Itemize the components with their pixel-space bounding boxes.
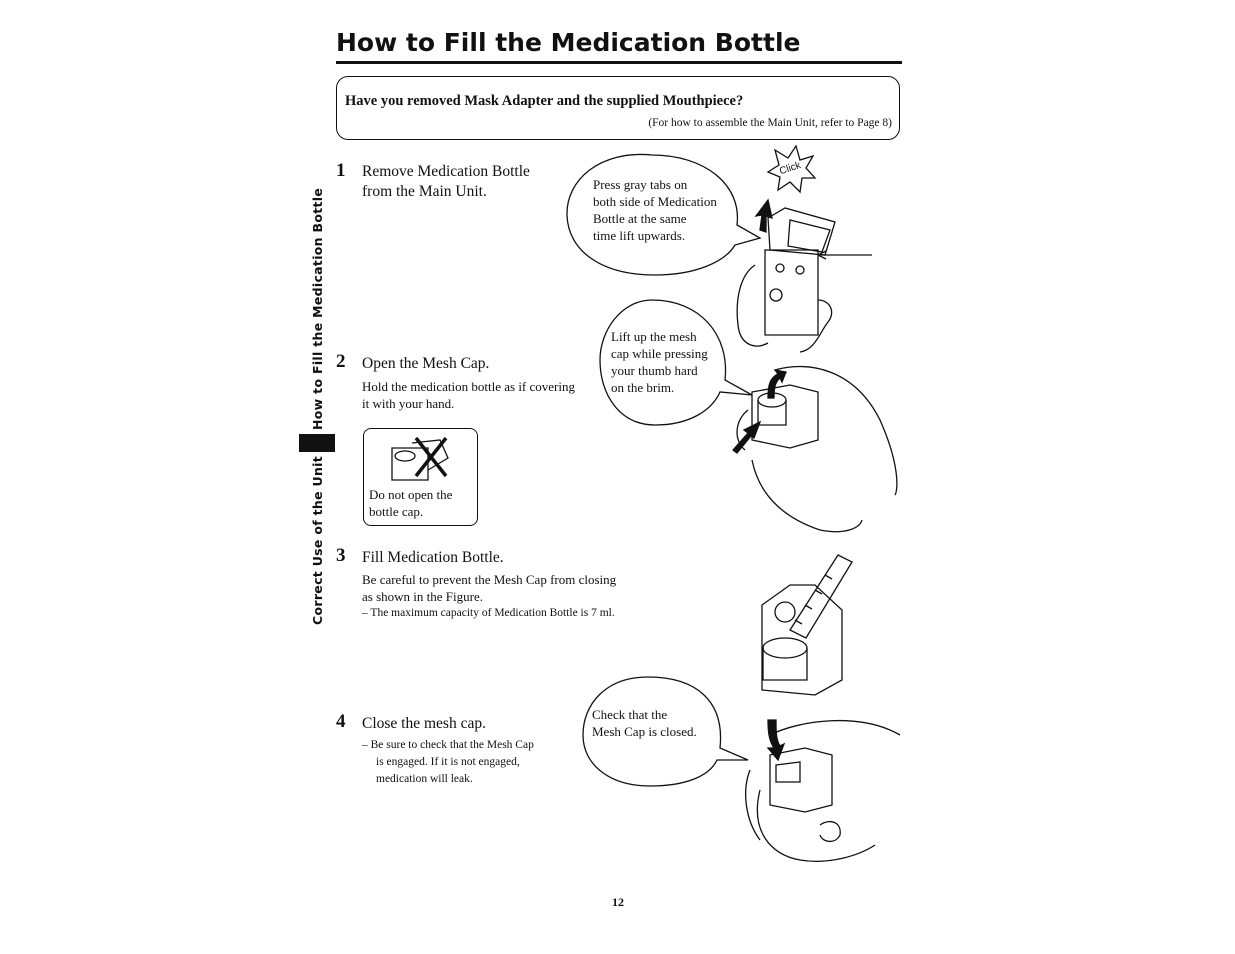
step-4-note: – Be sure to check that the Mesh Cap is …: [362, 737, 534, 788]
click-burst-icon: [766, 144, 817, 194]
fill-bottle-illustration: [761, 554, 853, 696]
speech-bubble-4: [582, 676, 749, 787]
curved-arrow-icon: [767, 369, 787, 399]
notice-question: Have you removed Mask Adapter and the su…: [345, 93, 744, 109]
click-label: Click: [778, 160, 803, 177]
step-3-note: – The maximum capacity of Medication Bot…: [362, 607, 615, 619]
bubble-2-line2: cap while pressing: [611, 346, 708, 361]
title-underline: [336, 61, 902, 64]
step-3-number: 3: [336, 545, 346, 566]
notice-reference: (For how to assemble the Main Unit, refe…: [648, 117, 892, 129]
step-2-title: Open the Mesh Cap.: [362, 355, 490, 372]
step-2-body-line1: Hold the medication bottle as if coverin…: [362, 379, 575, 394]
speech-bubble-1: [566, 153, 762, 276]
step-2-body: Hold the medication bottle as if coverin…: [362, 378, 575, 412]
bubble-1-line2: both side of Medication: [593, 194, 717, 209]
step-1-title-line2: from the Main Unit.: [362, 183, 487, 200]
warning-box: [363, 428, 478, 526]
step-3-body: Be careful to prevent the Mesh Cap from …: [362, 571, 616, 605]
main-unit-illustration: [736, 207, 872, 353]
warning-text: Do not open the bottle cap.: [369, 486, 452, 520]
bubble-2-line4: on the brim.: [611, 380, 675, 395]
bubble-1-text: Press gray tabs on both side of Medicati…: [593, 176, 717, 244]
step-3-body-line1: Be careful to prevent the Mesh Cap from …: [362, 572, 617, 587]
push-arrow-icon: [732, 420, 762, 454]
bubble-1-line3: Bottle at the same: [593, 211, 687, 226]
step-3-body-line2: as shown in the Figure.: [362, 589, 483, 604]
step-1-title-line1: Remove Medication Bottle: [362, 163, 530, 180]
bubble-1-line1: Press gray tabs on: [593, 177, 688, 192]
step-4-note-line2: is engaged. If it is not engaged,: [376, 756, 520, 768]
warning-line1: Do not open the: [369, 487, 453, 502]
bubble-2-line3: your thumb hard: [611, 363, 698, 378]
step-1-title: Remove Medication Bottle from the Main U…: [362, 162, 530, 202]
bubble-2-text: Lift up the mesh cap while pressing your…: [611, 328, 708, 396]
step-3-title: Fill Medication Bottle.: [362, 549, 504, 566]
notice-box: [336, 76, 900, 140]
bubble-1-line4: time lift upwards.: [593, 228, 686, 243]
bubble-4-line2: Mesh Cap is closed.: [592, 724, 697, 739]
speech-bubble-2: [599, 299, 753, 426]
warning-line2: bottle cap.: [369, 504, 424, 519]
step-2-body-line2: it with your hand.: [362, 396, 455, 411]
down-arrow-icon: [766, 719, 786, 762]
step-4-number: 4: [336, 711, 346, 732]
bubble-2-line1: Lift up the mesh: [611, 329, 697, 344]
bubble-4-line1: Check that the: [592, 707, 668, 722]
step-2-number: 2: [336, 351, 346, 372]
close-cap-illustration: [745, 720, 901, 862]
page-title: How to Fill the Medication Bottle: [336, 28, 801, 57]
cross-mark-icon: [414, 436, 448, 478]
page-number: 12: [612, 895, 624, 909]
up-arrow-icon: [754, 198, 773, 233]
bubble-4-text: Check that the Mesh Cap is closed.: [592, 706, 697, 740]
mesh-cap-illustration: [736, 365, 898, 533]
step-4-title: Close the mesh cap.: [362, 715, 486, 732]
step-1-number: 1: [336, 160, 346, 181]
step-4-note-line1: – Be sure to check that the Mesh Cap: [362, 739, 534, 751]
step-4-note-line3: medication will leak.: [376, 773, 473, 785]
